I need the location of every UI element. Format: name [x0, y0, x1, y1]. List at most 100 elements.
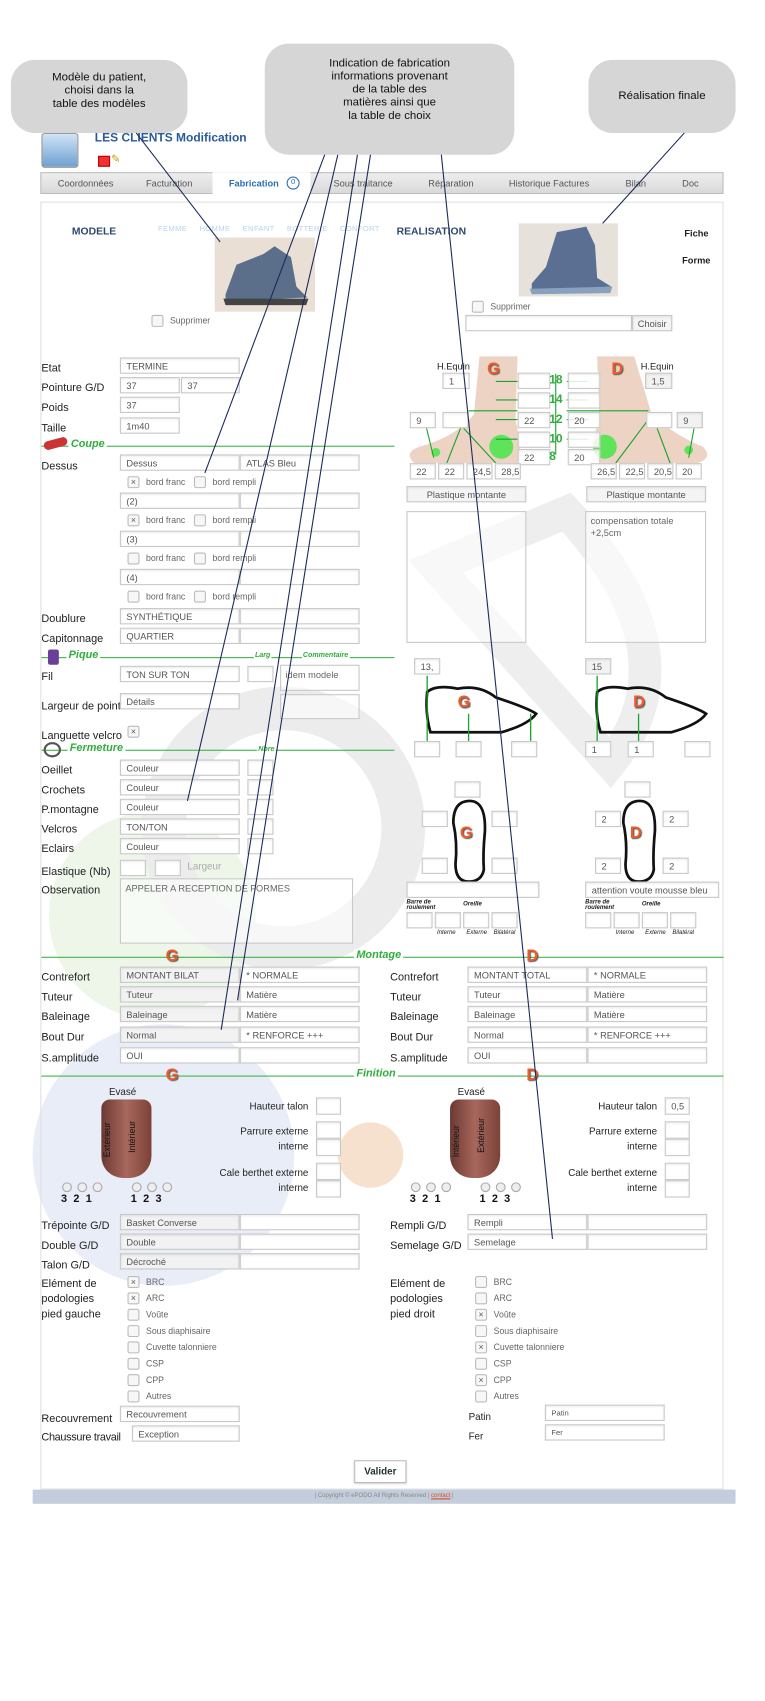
- double-input[interactable]: Double: [119, 1233, 240, 1250]
- capitonnage-detail-input[interactable]: [239, 627, 360, 645]
- podologie-g-checkbox[interactable]: [127, 1308, 140, 1321]
- montage-d-input[interactable]: Tuteur: [467, 986, 588, 1003]
- hauteur-talon-d-input[interactable]: 0,5: [664, 1097, 690, 1115]
- position-radio[interactable]: [77, 1182, 88, 1193]
- podologie-g-checkbox[interactable]: [127, 1341, 140, 1354]
- bord-franc-checkbox[interactable]: [127, 552, 140, 565]
- montage-d-detail-input[interactable]: * RENFORCE +++: [587, 1026, 708, 1043]
- bord-franc-checkbox[interactable]: ×: [127, 514, 140, 527]
- shoe-bottom-d-input[interactable]: 1: [585, 740, 612, 758]
- etat-input[interactable]: TERMINE: [119, 357, 240, 374]
- fermeture-input[interactable]: TON/TON: [119, 818, 240, 835]
- montage-g-input[interactable]: Tuteur: [119, 986, 240, 1003]
- podologie-g-checkbox[interactable]: ×: [127, 1276, 140, 1289]
- coupe-detail-input[interactable]: [239, 530, 360, 548]
- fermeture-input[interactable]: Couleur: [119, 837, 240, 855]
- montage-g-detail-input[interactable]: Matière: [239, 1005, 360, 1023]
- oreille-input[interactable]: [463, 912, 490, 929]
- barre-d-input[interactable]: attention voute mousse bleu: [585, 881, 720, 898]
- tab-bilan[interactable]: Bilan: [625, 177, 647, 189]
- pointure-g-input[interactable]: 37: [119, 377, 180, 394]
- shoe-top-g-input[interactable]: 13,: [414, 658, 441, 675]
- position-radio[interactable]: [147, 1182, 157, 1193]
- position-radio[interactable]: [410, 1182, 421, 1193]
- shoe-bottom-g-input[interactable]: [511, 740, 538, 758]
- podologie-d-checkbox[interactable]: ×: [475, 1341, 488, 1354]
- foot-g-measure-input[interactable]: [517, 372, 551, 390]
- observation-textarea[interactable]: APPELER A RECEPTION DE FORMES: [119, 878, 354, 944]
- montage-d-detail-input[interactable]: Matière: [587, 1005, 708, 1023]
- foot-bottom-d-input[interactable]: 20,5: [647, 463, 674, 480]
- cale-interne-input[interactable]: [664, 1180, 690, 1198]
- oreille-input[interactable]: [406, 912, 433, 929]
- fermeture-input[interactable]: Couleur: [119, 759, 240, 776]
- bord-rempli-checkbox[interactable]: [193, 590, 206, 603]
- foot-g-measure-input[interactable]: 22: [517, 448, 551, 466]
- shoe-top-d-input[interactable]: 15: [585, 658, 612, 675]
- side-g-input[interactable]: 9: [409, 411, 436, 429]
- position-radio[interactable]: [441, 1182, 452, 1193]
- fermeture-nbre-input[interactable]: [247, 837, 274, 855]
- shoe-bottom-g-input[interactable]: [455, 740, 482, 758]
- fil-input[interactable]: TON SUR TON: [119, 665, 240, 683]
- foot-bottom-g-input[interactable]: 22: [438, 463, 465, 480]
- modele-supprimer-checkbox[interactable]: [151, 314, 164, 327]
- bord-franc-checkbox[interactable]: ×: [127, 476, 140, 489]
- position-radio[interactable]: [62, 1182, 72, 1193]
- oreille-input[interactable]: [585, 912, 612, 929]
- montage-d-input[interactable]: Normal: [467, 1026, 588, 1043]
- tab-fabrication[interactable]: Fabrication: [228, 177, 279, 189]
- montage-d-input[interactable]: MONTANT TOTAL: [467, 966, 588, 983]
- sole-d-input[interactable]: 2: [594, 857, 622, 874]
- tab-historique-factures[interactable]: Historique Factures: [508, 177, 590, 189]
- montage-g-detail-input[interactable]: Matière: [239, 986, 360, 1003]
- position-radio[interactable]: [511, 1182, 521, 1193]
- elastique-largeur-input[interactable]: [154, 859, 181, 877]
- tab-doc[interactable]: Doc: [682, 177, 699, 189]
- note-d-textarea[interactable]: compensation totale +2,5cm: [585, 511, 707, 643]
- coupe-input[interactable]: (3): [119, 530, 240, 548]
- sole-g-input[interactable]: [491, 810, 518, 828]
- side-d-input[interactable]: [646, 411, 673, 429]
- foot-g-measure-input[interactable]: [517, 431, 551, 448]
- podologie-d-checkbox[interactable]: [475, 1325, 488, 1338]
- foot-bottom-g-input[interactable]: 22: [409, 463, 436, 480]
- parrure-interne-input[interactable]: [664, 1138, 690, 1157]
- coupe-detail-input[interactable]: [239, 568, 360, 586]
- fil-larg-input[interactable]: [247, 665, 274, 683]
- oreille-input[interactable]: [434, 912, 461, 929]
- fermeture-nbre-input[interactable]: [247, 818, 274, 835]
- doublure-detail-input[interactable]: [239, 608, 360, 625]
- foot-d-measure-input[interactable]: 20: [567, 448, 601, 466]
- foot-d-measure-input[interactable]: 20: [567, 411, 601, 429]
- coupe-input[interactable]: Dessus: [119, 454, 240, 471]
- rempli-input[interactable]: Rempli: [467, 1213, 588, 1231]
- montage-g-input[interactable]: Normal: [119, 1026, 240, 1043]
- podologie-d-checkbox[interactable]: [475, 1276, 488, 1289]
- hauteur-talon-g-input[interactable]: [316, 1097, 342, 1115]
- sole-g-input[interactable]: [454, 781, 481, 798]
- taille-input[interactable]: 1m40: [119, 417, 180, 434]
- sole-g-input[interactable]: [491, 857, 518, 874]
- podologie-g-checkbox[interactable]: [127, 1357, 140, 1370]
- position-radio[interactable]: [495, 1182, 506, 1193]
- tab-reparation[interactable]: Réparation: [428, 177, 474, 189]
- hequin-d-input[interactable]: 1,5: [645, 372, 673, 390]
- talon-detail-input[interactable]: [239, 1253, 360, 1270]
- valider-button[interactable]: Valider: [354, 1460, 407, 1484]
- choisir-button[interactable]: Choisir: [632, 314, 673, 332]
- podologie-d-checkbox[interactable]: ×: [475, 1308, 488, 1321]
- double-detail-input[interactable]: [239, 1233, 360, 1250]
- poids-input[interactable]: 37: [119, 396, 180, 413]
- largeur-point-input[interactable]: Détails: [119, 693, 240, 710]
- foot-bottom-d-input[interactable]: 26,5: [590, 463, 617, 480]
- montage-g-input[interactable]: OUI: [119, 1047, 240, 1064]
- montage-d-detail-input[interactable]: Matière: [587, 986, 708, 1003]
- languette-checkbox[interactable]: ×: [127, 725, 140, 738]
- side-g-input[interactable]: [442, 411, 469, 429]
- position-radio[interactable]: [480, 1182, 491, 1193]
- fermeture-nbre-input[interactable]: [247, 779, 274, 796]
- podologie-g-checkbox[interactable]: [127, 1390, 140, 1403]
- cale-interne-input[interactable]: [316, 1180, 342, 1198]
- coupe-input[interactable]: (4): [119, 568, 240, 586]
